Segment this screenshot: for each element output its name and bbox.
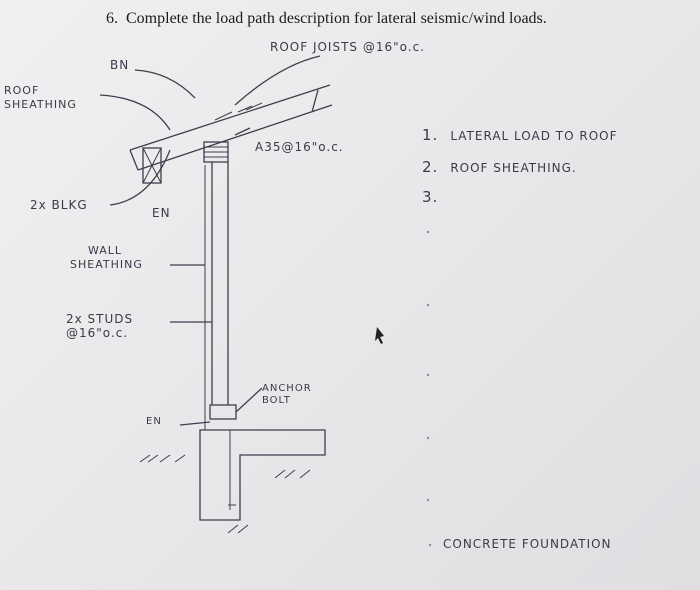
anchor-bolt-label: ANCHOR BOLT [262, 383, 312, 406]
load-path-item-3: 3. [422, 188, 439, 206]
anchor-bolt-leader [235, 387, 263, 413]
cursor-arrow-icon [375, 327, 384, 344]
en-upper-label: EN [152, 206, 171, 220]
roof-sheathing-leader [99, 94, 171, 131]
blocking-leader [109, 149, 171, 206]
question-text: Complete the load path description for l… [126, 10, 547, 27]
bn-leader [134, 69, 196, 99]
wall-sheathing-label: WALL SHEATHING [70, 244, 143, 271]
a35-label: A35@16"o.c. [255, 140, 344, 154]
bn-label: BN [110, 58, 130, 72]
blocking-label: 2x BLKG [30, 198, 88, 212]
roof-sheathing-label: ROOF SHEATHING [4, 84, 77, 111]
question-title: 6. Complete the load path description fo… [106, 10, 547, 28]
load-path-item-2: 2.ROOF SHEATHING. [422, 158, 577, 176]
foundation-outline [199, 429, 326, 521]
roof-joists-leader [234, 55, 321, 106]
en-lower-leader [179, 421, 211, 426]
roof-joists-label: ROOF JOISTS @16"o.c. [270, 40, 425, 54]
roof-joist-bottom-line [137, 104, 333, 171]
blocking-block [142, 147, 162, 184]
roof-joist-top-line [129, 84, 331, 151]
question-number: 6. [106, 10, 118, 27]
en-lower-label: EN [146, 416, 162, 427]
load-path-item-1: 1.LATERAL LOAD TO ROOF [422, 126, 618, 144]
concrete-foundation-label: CONCRETE FOUNDATION [443, 537, 612, 551]
studs-label: 2x STUDS @16"o.c. [66, 312, 134, 340]
bottom-plate [209, 404, 237, 420]
list-dots [426, 230, 432, 547]
